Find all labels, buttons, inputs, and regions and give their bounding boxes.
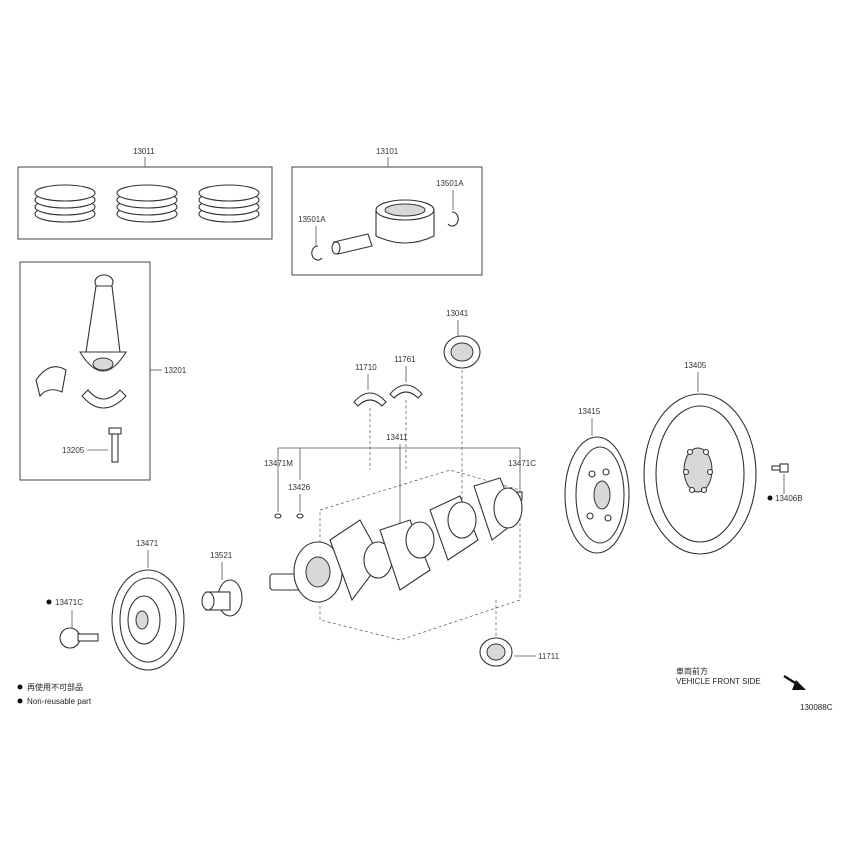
label-main-bearing-lower: 11711 [538, 652, 560, 661]
thrust-washer-b-icon [389, 384, 423, 399]
piston-icon [375, 199, 435, 244]
label-piston: 13101 [376, 147, 399, 156]
label-flywheel-bolt: 13406B [775, 494, 803, 503]
label-sprocket: 13521 [210, 551, 233, 560]
key-mid-icon [296, 513, 304, 519]
piston-pin-icon [331, 233, 373, 255]
label-crankshaft: 13411 [386, 433, 408, 442]
label-key-mid: 13426 [288, 483, 311, 492]
figure-code: 130088C [800, 703, 833, 712]
connecting-rod-box [19, 261, 151, 481]
flywheel-icon [643, 393, 757, 555]
front-arrow-icon [783, 674, 806, 690]
thrust-washer-a-icon [353, 392, 387, 407]
label-pulley: 13471 [136, 539, 159, 548]
rod-cap-icon [81, 389, 127, 409]
crankshaft-icon [269, 477, 523, 603]
label-thrust-washer-a: 11710 [355, 363, 377, 372]
crank-pulley-icon [111, 569, 185, 671]
non-reusable-marker-pulley-bolt [46, 599, 52, 605]
connecting-rod-icon [79, 274, 127, 372]
rod-bolt-icon [108, 427, 122, 463]
label-flex-plate: 13415 [578, 407, 601, 416]
piston-box [291, 166, 483, 276]
label-thrust-washer-b: 11761 [394, 355, 416, 364]
legend-text-jp: 再使用不可部品 [27, 682, 83, 692]
legend-text-en: Non-reusable part [27, 697, 92, 706]
piston-ring-set-3 [198, 184, 260, 223]
label-snap-ring-right: 13501A [436, 179, 464, 188]
label-bolt-right: 13471C [508, 459, 536, 468]
label-crank-bearing-upper: 13041 [446, 309, 469, 318]
label-connecting-rod: 13201 [164, 366, 187, 375]
snap-ring-right-icon [447, 211, 459, 227]
legend-marker-jp [17, 684, 23, 690]
label-pulley-bolt: 13471C [55, 598, 83, 607]
direction-text-jp: 車両前方 [676, 666, 708, 676]
legend-marker-en [17, 698, 23, 704]
label-key-left: 13471M [264, 459, 293, 468]
crank-bearing-upper-icon [443, 335, 481, 369]
label-piston-rings: 13011 [133, 147, 155, 156]
pulley-bolt-icon [59, 627, 99, 649]
label-rod-bolt: 13205 [62, 446, 85, 455]
non-reusable-marker-flywheel-bolt [767, 495, 773, 501]
key-left-icon [274, 513, 282, 519]
direction-text-en: VEHICLE FRONT SIDE [676, 677, 761, 686]
label-flywheel: 13405 [684, 361, 707, 370]
piston-ring-set-2 [116, 184, 178, 223]
rod-bearing-icon [35, 366, 67, 398]
label-snap-ring-left: 13501A [298, 215, 326, 224]
snap-ring-left-icon [311, 245, 323, 261]
sprocket-icon [201, 579, 243, 617]
piston-ring-set-1 [34, 184, 96, 223]
main-bearing-lower-icon [479, 637, 513, 667]
flex-plate-icon [564, 436, 630, 554]
flywheel-bolt-icon [771, 463, 789, 473]
